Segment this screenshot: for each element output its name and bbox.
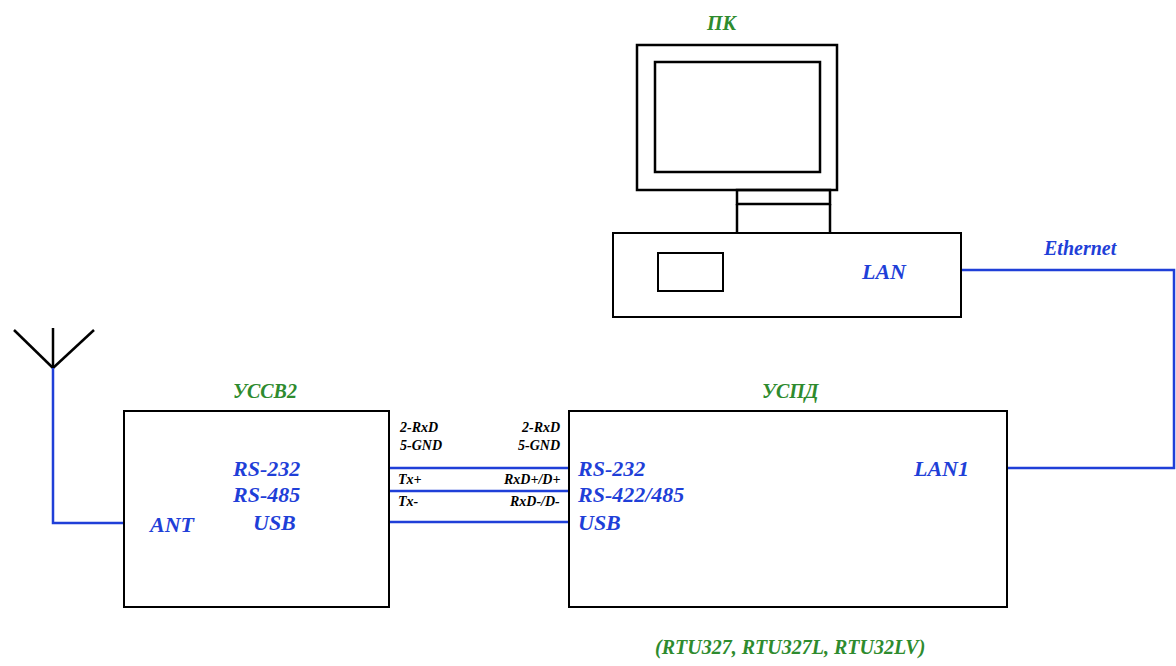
device-box: УССВ2ANTRS-232RS-485USB (123, 410, 390, 608)
monitor (637, 45, 837, 232)
antenna-arm (14, 330, 53, 368)
monitor-stand (829, 204, 832, 232)
port-name: ANT (150, 513, 194, 537)
antenna-arm (53, 330, 94, 368)
pin-name: RxD+/D+ (504, 472, 560, 487)
connector-line (390, 467, 568, 470)
port-name: RS-232 (233, 457, 300, 481)
monitor-screen (655, 62, 820, 172)
port-name: LAN1 (914, 457, 969, 481)
antenna-mast (52, 328, 55, 368)
port-name: LAN (862, 260, 906, 284)
computer-unit: ПКLAN (612, 232, 962, 318)
port-name: RS-422/485 (578, 483, 684, 507)
node-heading: ПК (707, 12, 736, 34)
monitor-frame (637, 45, 837, 190)
port-name: USB (253, 511, 296, 535)
node-heading: УСПД (762, 380, 818, 402)
edge-label: Ethernet (1042, 237, 1118, 259)
pin-name: 5-GND (518, 438, 560, 453)
port-name: USB (578, 511, 621, 535)
pin-name: 5-GND (400, 438, 442, 453)
node-heading: УССВ2 (233, 380, 297, 402)
drive-slot (657, 252, 724, 292)
port-name: RS-485 (233, 483, 300, 507)
device-models: (RTU327, RTU327L, RTU32LV) (655, 636, 925, 658)
pin-name: RxD-/D- (510, 494, 560, 509)
antenna-symbol (14, 328, 94, 368)
pin-name: Tx- (398, 494, 418, 509)
connector-line (390, 490, 568, 493)
connector-line (390, 521, 568, 524)
pin-name: Tx+ (398, 472, 422, 487)
monitor-stand (736, 204, 739, 232)
pin-name: 2-RxD (400, 420, 438, 435)
monitor-neck (737, 190, 830, 204)
device-box: УСПДRS-232RS-422/485USBLAN1 (568, 410, 1008, 608)
antenna-wire (53, 368, 123, 523)
port-name: RS-232 (578, 457, 645, 481)
pin-name: 2-RxD (522, 420, 560, 435)
